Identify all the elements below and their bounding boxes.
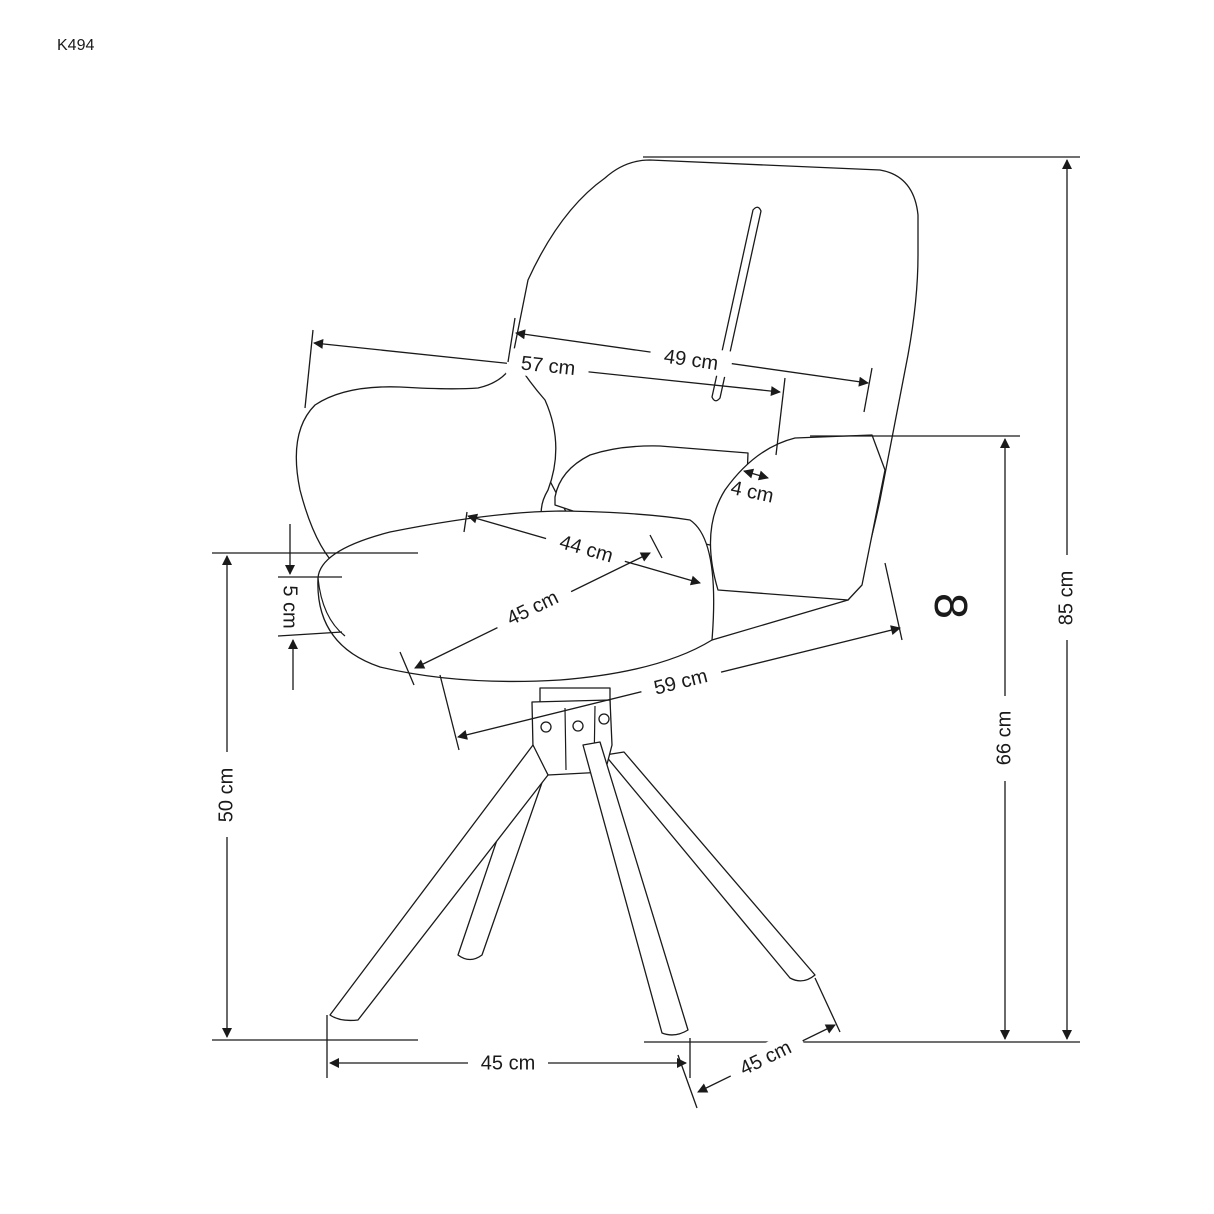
dim-line-armrest-width (743, 468, 769, 481)
chair-seat (317, 510, 715, 683)
chair-leg-front-right (582, 741, 689, 1036)
dim-label-total-height: 85 cm (1055, 571, 1077, 625)
chair-leg-front-left (329, 744, 549, 1022)
swivel-bolt-1 (540, 721, 552, 733)
swivel-bolt-2 (572, 720, 584, 732)
rotation-symbol: 8 (924, 592, 975, 620)
dim-label-seat-height: 50 cm (215, 768, 237, 822)
model-code: K494 (57, 37, 95, 54)
dim-label-base-width: 45 cm (481, 1052, 535, 1074)
chair-leg-back-left (457, 771, 546, 961)
chair-illustration (295, 159, 919, 1036)
swivel-bolt-3 (598, 713, 610, 725)
chair-leg-back-right (604, 751, 816, 982)
dimension-lines: 85 cm 66 cm 50 cm 5 cm 57 cm 49 cm 4 cm (212, 156, 1080, 1109)
dim-label-seat-thickness: 5 cm (279, 585, 301, 628)
dim-label-armrest-height: 66 cm (993, 711, 1015, 765)
